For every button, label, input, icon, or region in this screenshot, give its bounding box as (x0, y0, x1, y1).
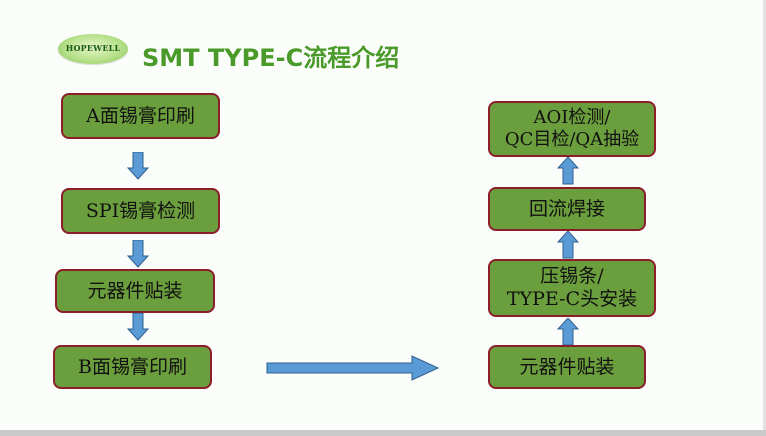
right-arrow (266, 355, 440, 381)
up-arrow-2 (557, 231, 579, 259)
step-component-placement-right: 元器件贴装 (488, 345, 646, 389)
step-label: SPI锡膏检测 (85, 199, 196, 222)
step-component-placement-left: 元器件贴装 (55, 269, 215, 313)
down-arrow-2 (127, 240, 149, 268)
logo-text: HOPEWELL (65, 43, 121, 53)
hopewell-logo: HOPEWELL (58, 34, 128, 64)
step-reflow-soldering: 回流焊接 (488, 187, 646, 231)
window-right-border (763, 0, 766, 430)
up-arrow-3 (557, 318, 579, 346)
step-label: B面锡膏印刷 (78, 355, 187, 378)
step-spi-inspection: SPI锡膏检测 (61, 188, 220, 234)
step-label-line2: TYPE-C头安装 (506, 288, 638, 310)
step-label: 元器件贴装 (519, 355, 615, 378)
step-label: 回流焊接 (528, 197, 605, 220)
step-label: A面锡膏印刷 (86, 104, 195, 127)
step-label-line1: 压锡条/ (540, 265, 604, 288)
up-arrow-1 (557, 157, 579, 185)
down-arrow-3 (127, 313, 149, 341)
step-label: 元器件贴装 (87, 279, 183, 302)
step-aoi-qc-qa-inspection: AOI检测/ QC目检/QA抽验 (488, 101, 656, 157)
step-label-line1: AOI检测/ (533, 107, 611, 129)
window-bottom-bar (0, 430, 766, 436)
step-b-side-paste-printing: B面锡膏印刷 (53, 345, 212, 389)
slide-title: SMT TYPE-C流程介绍 (142, 44, 400, 72)
step-label-line2: QC目检/QA抽验 (504, 129, 640, 150)
step-a-side-paste-printing: A面锡膏印刷 (61, 93, 220, 139)
down-arrow-1 (127, 152, 149, 180)
step-solder-bar-typec-install: 压锡条/ TYPE-C头安装 (488, 259, 656, 317)
